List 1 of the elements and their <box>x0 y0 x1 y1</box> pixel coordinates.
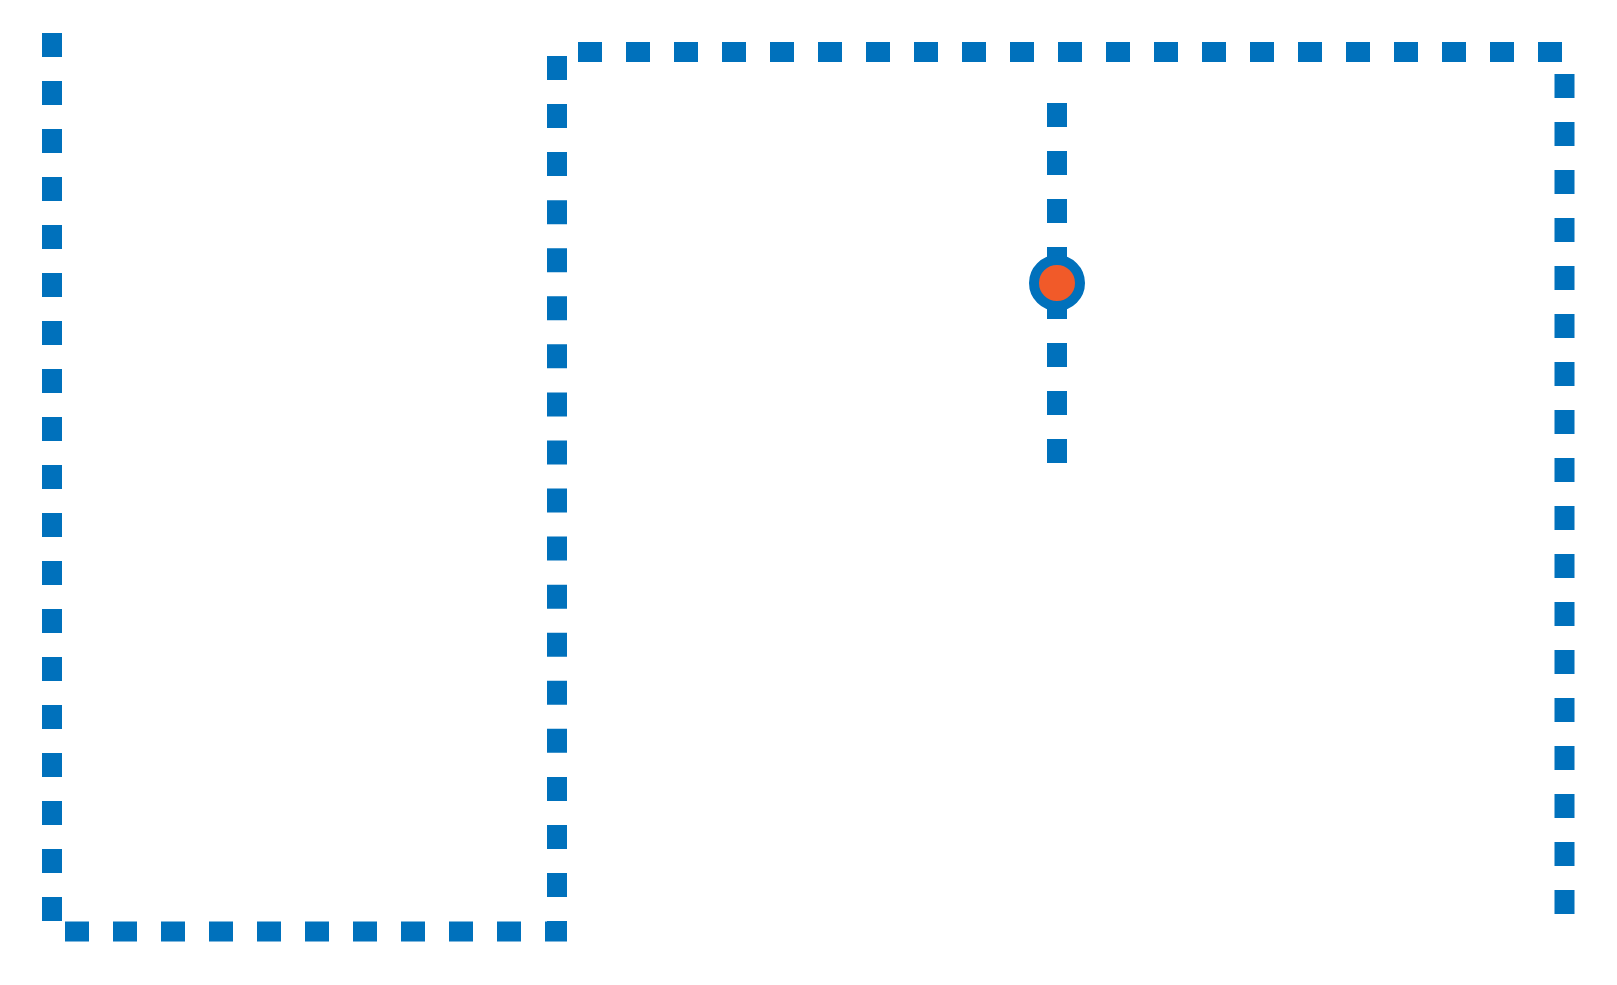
marker-icon <box>1029 255 1085 311</box>
